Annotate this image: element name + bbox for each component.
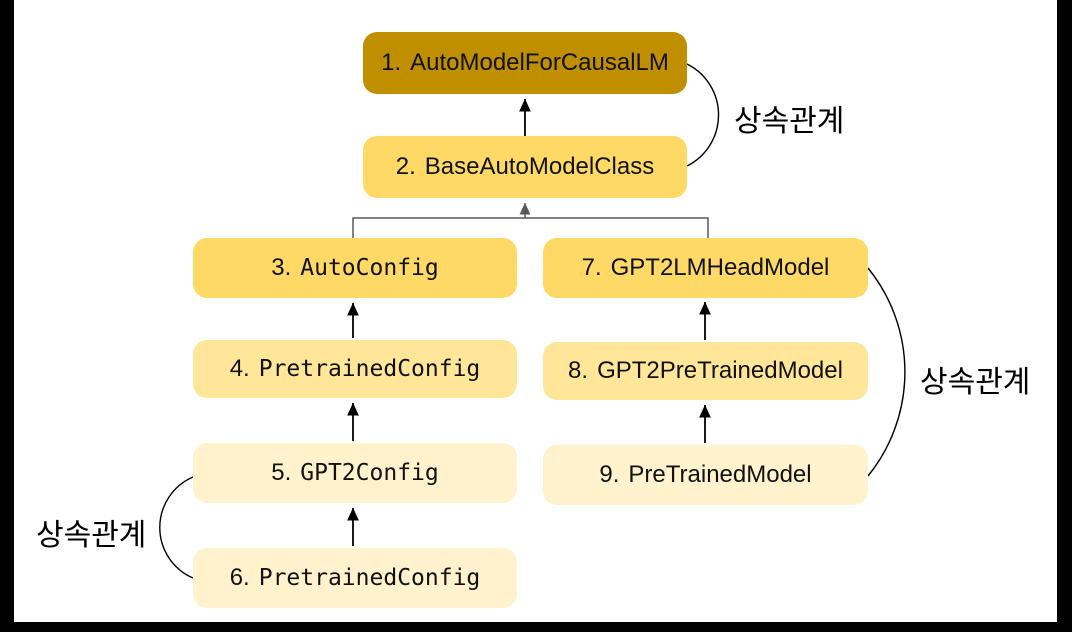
node-class-name: AutoConfig [300,255,439,281]
connector-tree-3-7 [352,217,709,238]
annotation-inheritance-top-right: 상속관계 [734,105,845,138]
frame-bottom-bar [0,622,1072,632]
node-number: 7. [581,254,602,281]
node-pretrainedconfig-6: 6. PretrainedConfig [193,548,517,608]
node-autoconfig: 3. AutoConfig [193,238,517,298]
node-baseautomodelclass: 2. BaseAutoModelClass [363,136,687,198]
node-pretrainedconfig-4: 4. PretrainedConfig [193,340,517,398]
node-gpt2lmheadmodel: 7. GPT2LMHeadModel [543,238,868,298]
frame-left-bar [0,0,14,632]
node-number: 1. [381,49,402,76]
node-class-name: BaseAutoModelClass [424,153,655,180]
node-gpt2config: 5. GPT2Config [193,443,517,503]
node-automodelforcausallm: 1. AutoModelForCausalLM [363,32,687,94]
node-class-name: GPT2Config [300,460,439,486]
node-gpt2pretrainedmodel: 8. GPT2PreTrainedModel [543,342,868,400]
arc-inheritance-5-6 [159,476,194,579]
node-class-name: AutoModelForCausalLM [410,49,669,76]
node-number: 2. [395,153,416,180]
node-class-name: PretrainedConfig [258,356,481,382]
node-number: 6. [229,564,250,591]
annotation-inheritance-right: 상속관계 [920,366,1031,399]
node-number: 4. [229,355,250,382]
node-class-name: PreTrainedModel [628,461,812,488]
node-class-name: PretrainedConfig [258,565,481,591]
node-pretrainedmodel: 9. PreTrainedModel [543,445,868,505]
node-number: 9. [599,461,620,488]
annotation-inheritance-bottom-left: 상속관계 [36,519,147,552]
node-number: 5. [271,459,292,486]
frame-right-bar [1057,0,1072,632]
node-number: 3. [271,254,292,281]
arc-inheritance-1-2 [686,63,720,167]
node-number: 8. [568,357,589,384]
node-class-name: GPT2PreTrainedModel [597,357,843,384]
arc-inheritance-7-9 [867,267,906,477]
node-class-name: GPT2LMHeadModel [610,254,830,281]
